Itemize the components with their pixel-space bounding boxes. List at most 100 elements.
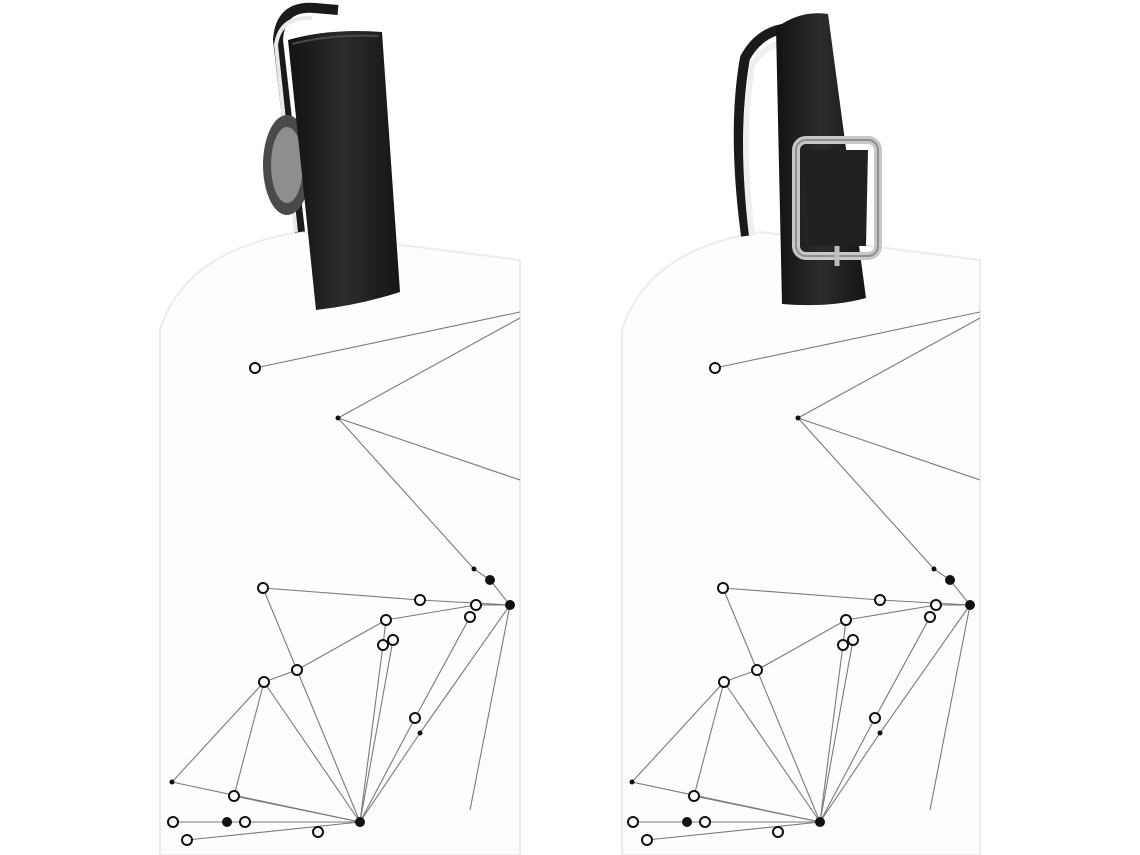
network-link: [631, 681, 725, 783]
network-node: [837, 639, 849, 651]
network-link: [469, 604, 511, 811]
network-node: [239, 816, 251, 828]
network-node: [222, 817, 232, 827]
network-node: [228, 790, 240, 802]
network-node: [718, 676, 730, 688]
network-link: [797, 417, 935, 570]
network-link: [722, 587, 881, 601]
network-link: [337, 417, 520, 481]
network-link: [385, 604, 477, 621]
luggage-tag-back: [621, 13, 981, 855]
network-node: [840, 614, 852, 626]
network-link: [714, 311, 980, 369]
network-link: [263, 681, 361, 823]
network-link: [419, 599, 511, 606]
network-node: [169, 779, 175, 785]
network-node: [312, 826, 324, 838]
network-link: [631, 781, 821, 823]
network-node: [485, 575, 495, 585]
network-link: [171, 681, 265, 783]
network-link: [414, 616, 471, 719]
network-node: [641, 834, 653, 846]
network-node: [751, 664, 763, 676]
network-node: [930, 599, 942, 611]
network-node: [409, 712, 421, 724]
network-node: [965, 600, 975, 610]
network-node: [471, 566, 477, 572]
network-node: [377, 639, 389, 651]
network-node: [877, 730, 883, 736]
network-link: [254, 311, 520, 369]
luggage-tag-front: [159, 2, 521, 855]
network-link: [337, 317, 520, 419]
network-node: [931, 566, 937, 572]
network-node: [869, 712, 881, 724]
network-node: [464, 611, 476, 623]
network-link: [359, 717, 416, 823]
network-link: [419, 604, 511, 734]
network-node: [387, 634, 399, 646]
network-link: [646, 821, 821, 841]
network-link: [489, 579, 511, 606]
network-link: [262, 587, 298, 671]
network-link: [359, 639, 394, 823]
network-node: [815, 817, 825, 827]
network-link: [797, 417, 980, 481]
network-node: [181, 834, 193, 846]
network-node: [291, 664, 303, 676]
network-link: [819, 717, 876, 823]
network-link: [819, 732, 881, 823]
network-node: [380, 614, 392, 626]
network-link: [756, 669, 821, 823]
network-pattern: [167, 311, 520, 846]
strap: [288, 31, 400, 310]
network-link: [819, 644, 844, 823]
network-link: [233, 681, 265, 797]
network-link: [296, 669, 361, 823]
network-link: [186, 821, 361, 841]
network-link: [337, 417, 475, 570]
network-node: [627, 816, 639, 828]
network-link: [693, 681, 725, 797]
network-node: [167, 816, 179, 828]
network-node: [945, 575, 955, 585]
network-link: [819, 639, 854, 823]
network-node: [924, 611, 936, 623]
network-node: [874, 594, 886, 606]
network-node: [795, 415, 801, 421]
network-link: [171, 781, 361, 823]
network-link: [756, 619, 847, 671]
network-node: [847, 634, 859, 646]
network-link: [929, 604, 971, 811]
tag-body: [621, 230, 981, 855]
network-node: [709, 362, 721, 374]
network-link: [879, 604, 971, 734]
network-node: [257, 582, 269, 594]
network-node: [355, 817, 365, 827]
network-link: [296, 619, 387, 671]
strap-loop: [733, 23, 791, 237]
network-node: [699, 816, 711, 828]
network-node: [258, 676, 270, 688]
buckle-icon: [792, 136, 882, 266]
network-node: [772, 826, 784, 838]
network-link: [359, 644, 384, 823]
network-link: [845, 604, 937, 621]
network-node: [417, 730, 423, 736]
network-node: [249, 362, 261, 374]
tag-body: [159, 230, 521, 855]
network-link: [879, 599, 971, 606]
network-node: [414, 594, 426, 606]
network-link: [797, 317, 980, 419]
network-link: [359, 732, 421, 823]
network-link: [262, 587, 421, 601]
network-node: [505, 600, 515, 610]
network-link: [723, 681, 821, 823]
network-pattern: [627, 311, 980, 846]
network-node: [335, 415, 341, 421]
network-node: [470, 599, 482, 611]
network-node: [717, 582, 729, 594]
network-node: [682, 817, 692, 827]
network-node: [629, 779, 635, 785]
